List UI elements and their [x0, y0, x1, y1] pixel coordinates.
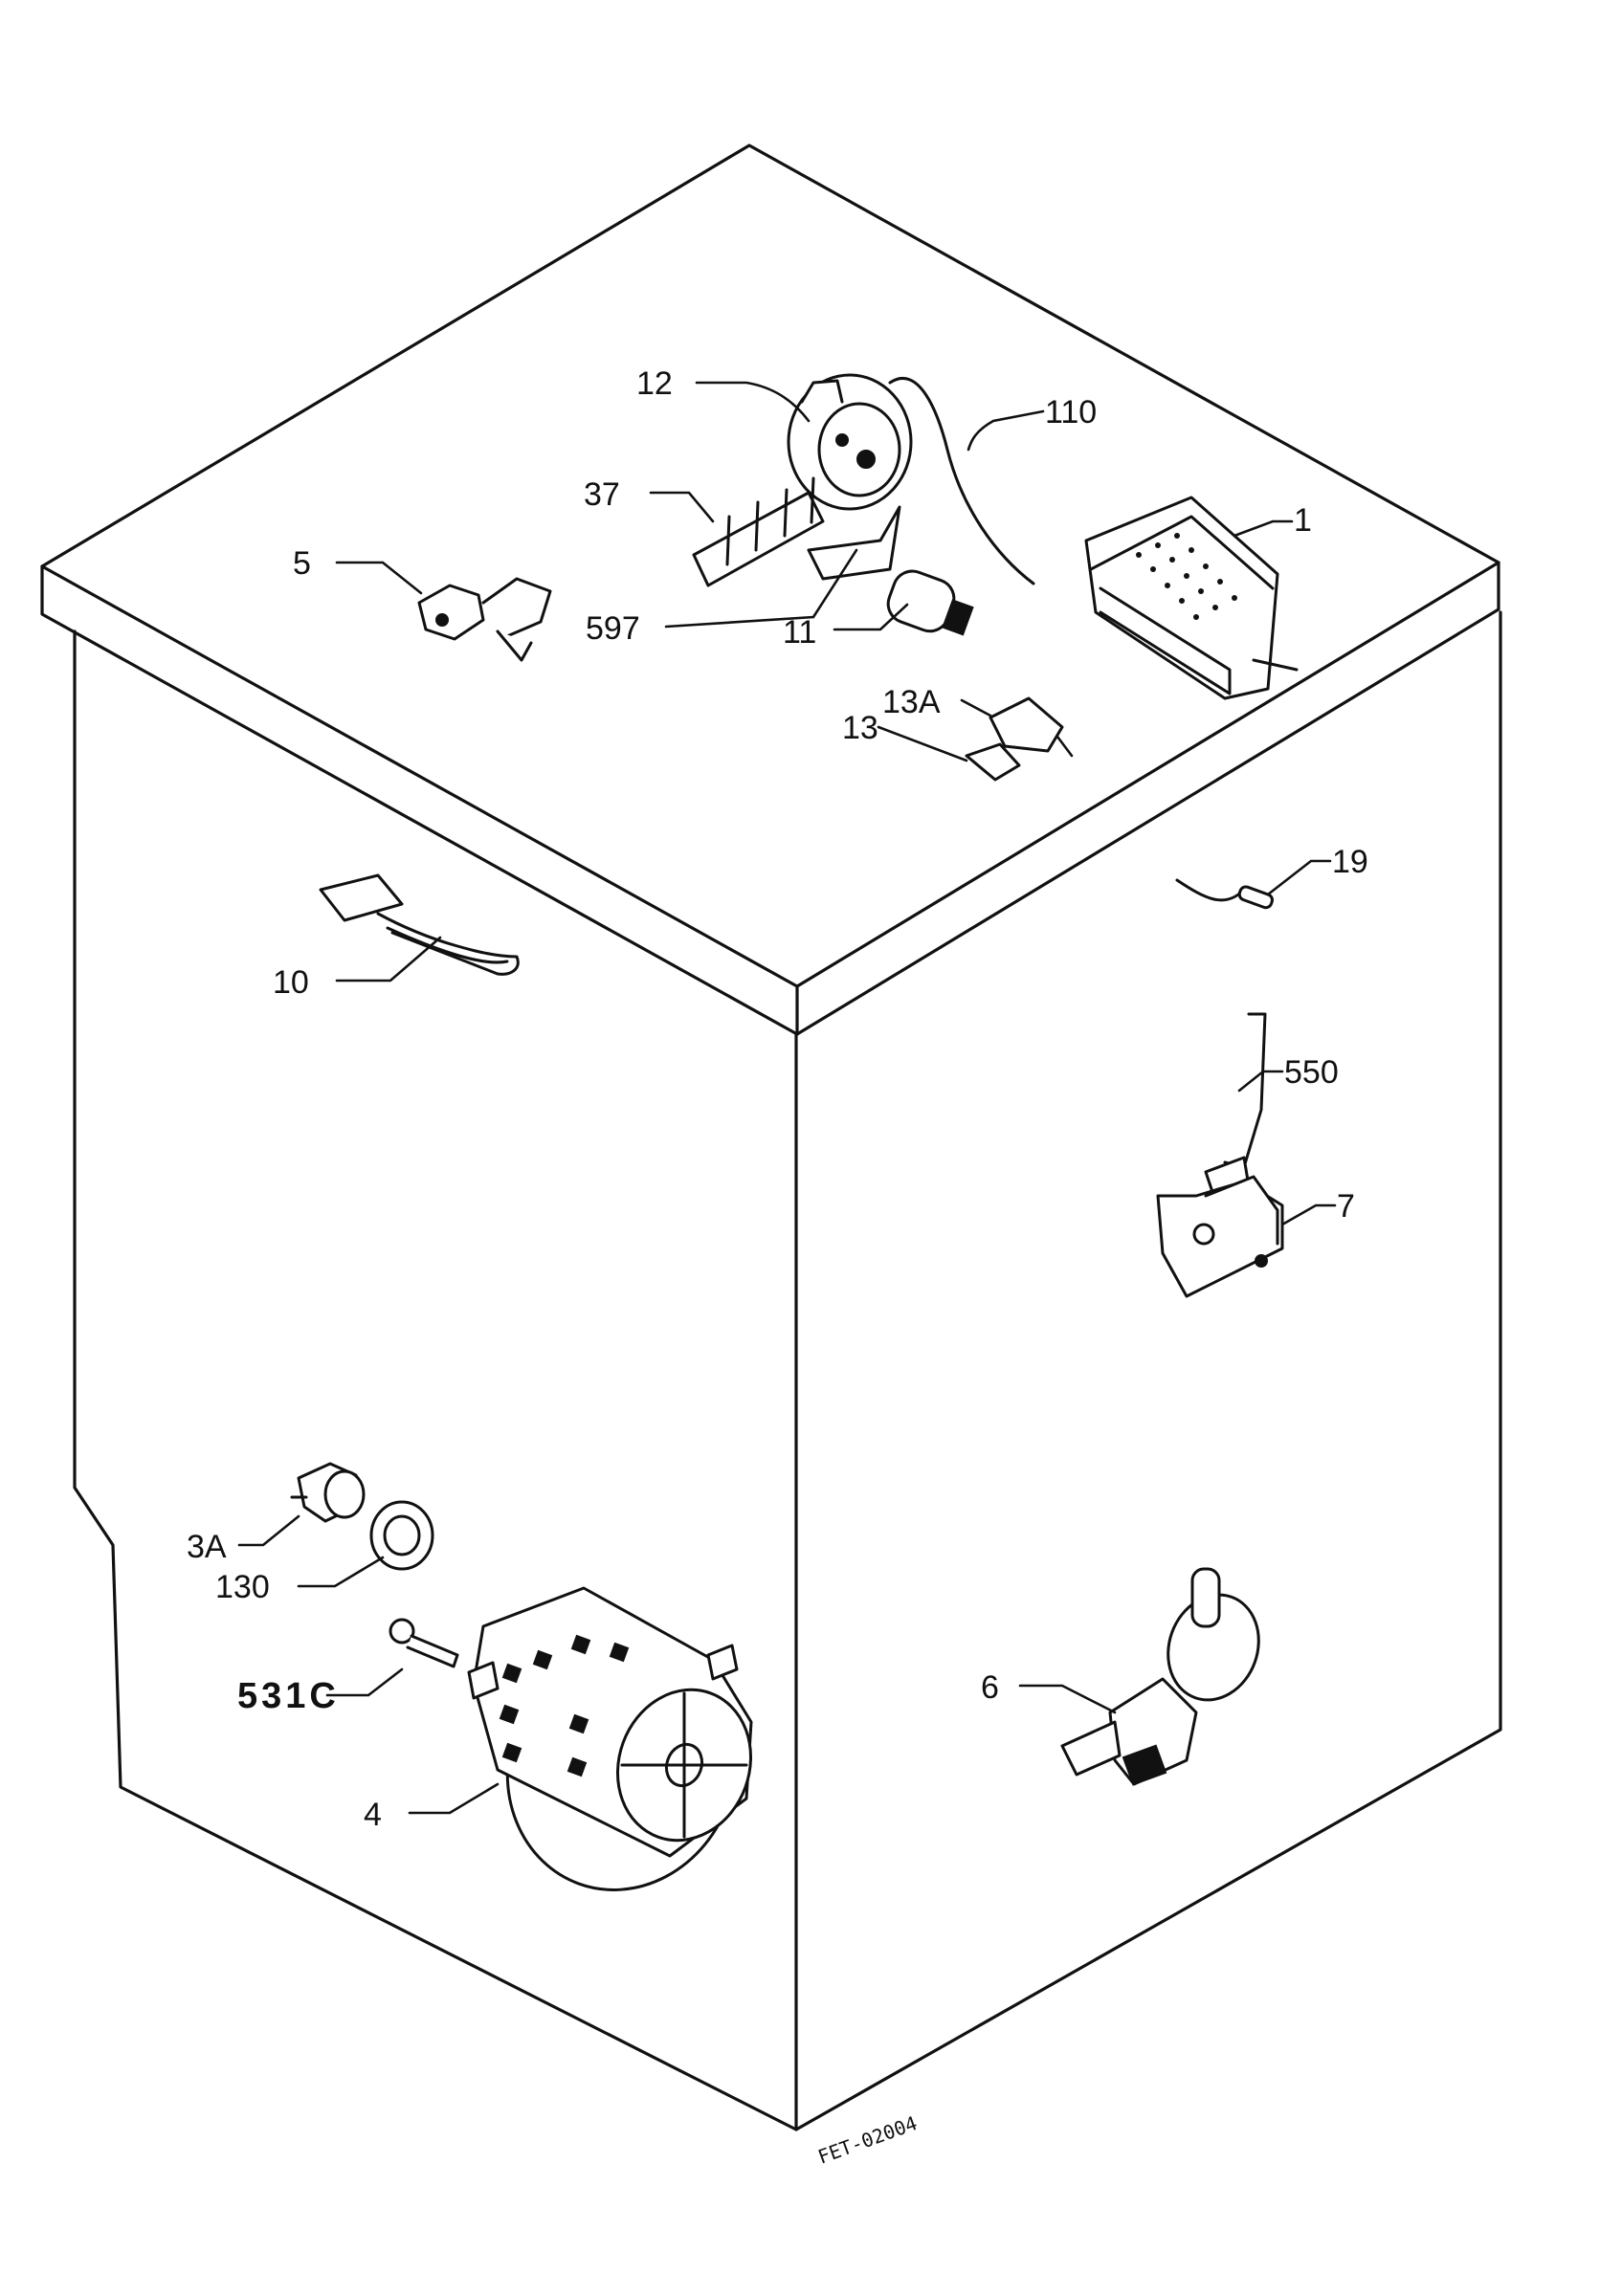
part-130-seal: [369, 1500, 434, 1571]
leader-lines: [237, 381, 1337, 1815]
label-130: 130: [215, 1569, 270, 1605]
part-11-capacitor: [886, 569, 974, 636]
label-6: 6: [981, 1669, 999, 1706]
label-19: 19: [1332, 844, 1368, 880]
part-10-heater: [319, 873, 520, 976]
label-11: 11: [783, 614, 816, 651]
label-4: 4: [364, 1797, 382, 1833]
label-10: 10: [273, 964, 309, 1001]
part-5-valve: [417, 577, 552, 662]
part-13-connectors: [965, 696, 1074, 782]
label-597: 597: [586, 610, 640, 647]
part-597-bracket: [807, 505, 901, 581]
part-550-7-door-lock: [1156, 1012, 1284, 1298]
label-1: 1: [1294, 502, 1312, 539]
label-7: 7: [1337, 1188, 1355, 1225]
part-19-sensor: [1175, 878, 1274, 910]
label-110: 110: [1045, 394, 1097, 430]
label-550: 550: [1284, 1054, 1339, 1091]
part-3a-pressure-switch: [290, 1462, 366, 1523]
label-37: 37: [584, 476, 620, 513]
label-12: 12: [636, 365, 673, 402]
part-12-timer-knob: [787, 373, 1035, 585]
part-6-drain-pump: [1060, 1567, 1260, 1786]
cabinet-outline: [40, 144, 1502, 2131]
part-37-terminal-block: [692, 476, 825, 587]
reference-code: FET-02004: [815, 2111, 921, 2169]
label-3a: 3A: [187, 1529, 227, 1565]
label-531c: 531C: [237, 1676, 340, 1716]
label-13a: 13A: [882, 684, 941, 720]
label-5: 5: [293, 545, 311, 582]
label-13: 13: [842, 710, 878, 746]
part-labels: 12 110 37 1 5 597 11 13A 13 19 10 550 7 …: [187, 365, 1368, 1833]
part-4-motor: [467, 1586, 753, 1891]
part-531c-screw: [389, 1618, 459, 1668]
part-1-control-module: [1084, 496, 1299, 700]
